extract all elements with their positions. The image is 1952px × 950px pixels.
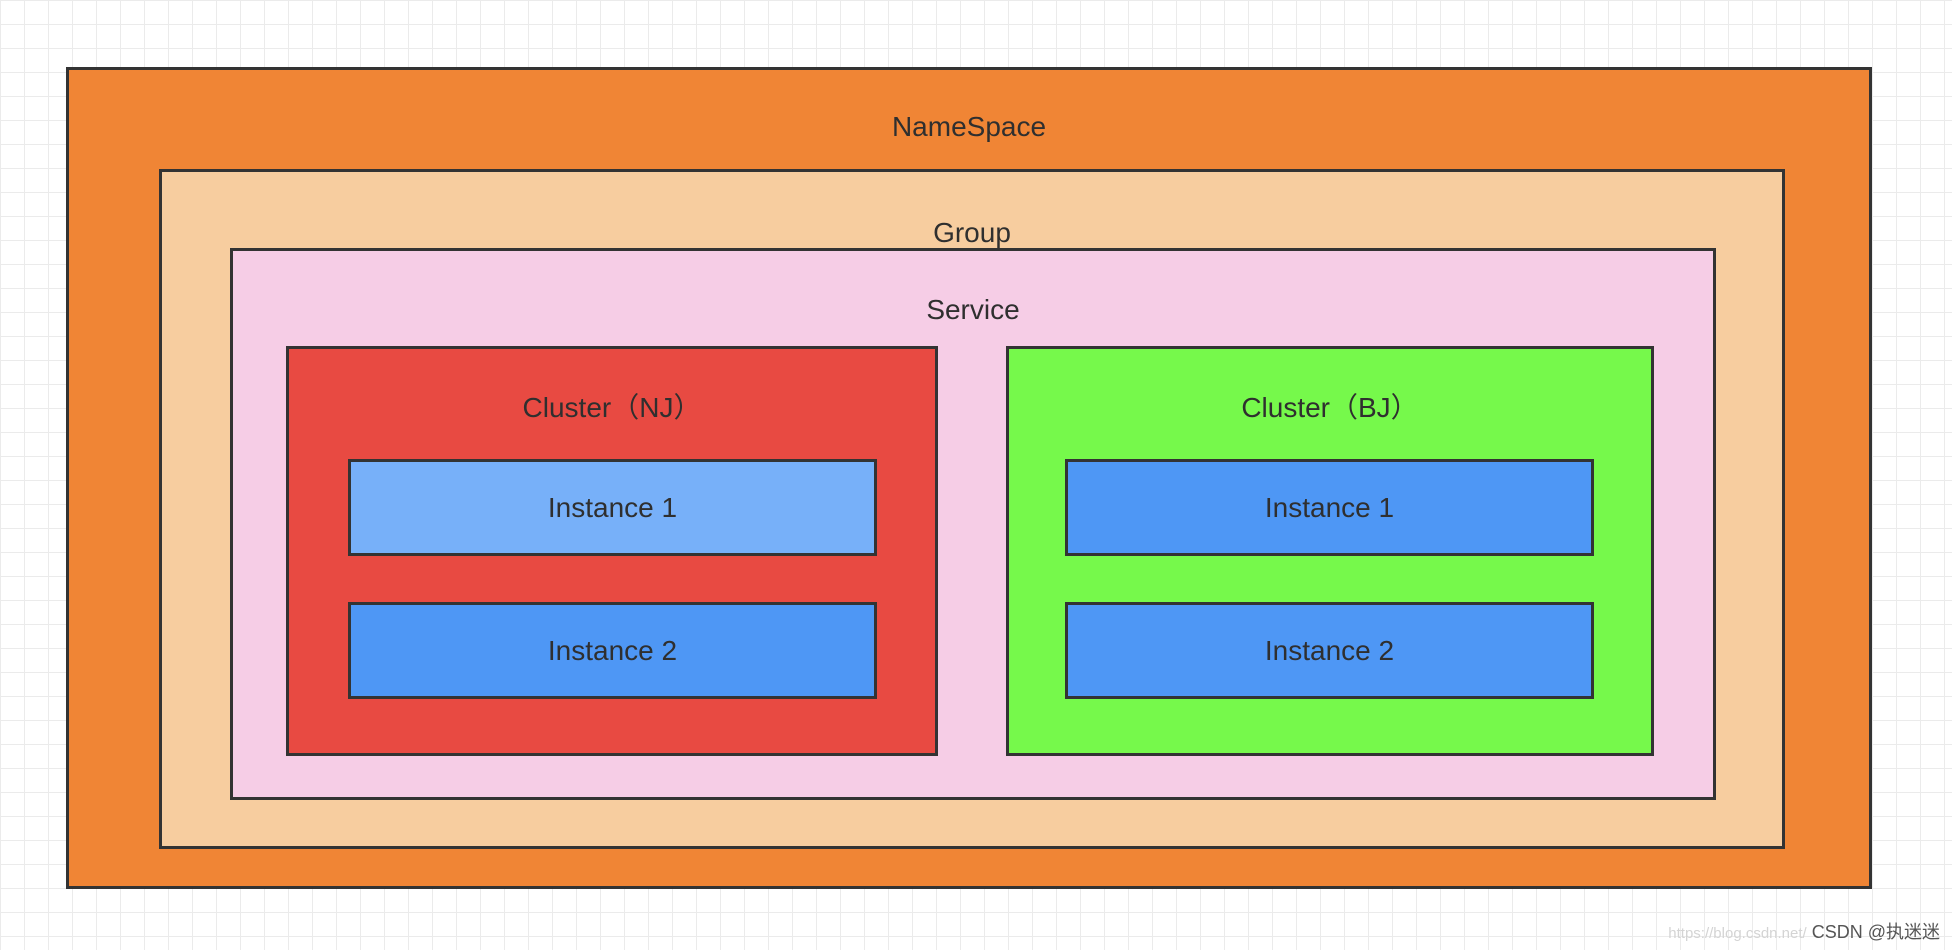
group-box: Group Service Cluster（NJ） Instance 1 Ins… [159, 169, 1785, 849]
namespace-label: NameSpace [891, 111, 1047, 142]
cluster-nj-box: Cluster（NJ） Instance 1 Instance 2 [286, 346, 938, 756]
cluster-bj-instance-1-label: Instance 1 [1264, 492, 1395, 523]
cluster-nj-label: Cluster（NJ） [522, 392, 702, 423]
namespace-box: NameSpace Group Service Cluster（NJ） Inst… [66, 67, 1872, 889]
group-label: Group [933, 217, 1011, 248]
watermark: https://blog.csdn.net/ CSDN @执迷迷 [1668, 918, 1940, 944]
cluster-nj-instance-2-box: Instance 2 [348, 602, 877, 699]
watermark-url: https://blog.csdn.net/ [1668, 925, 1807, 942]
watermark-text: CSDN @执迷迷 [1811, 922, 1940, 942]
cluster-bj-box: Cluster（BJ） Instance 1 Instance 2 [1006, 346, 1654, 756]
cluster-nj-instance-1-box: Instance 1 [348, 459, 877, 556]
cluster-nj-instance-2-label: Instance 2 [547, 635, 678, 666]
service-label: Service [926, 294, 1020, 325]
cluster-nj-instance-1-label: Instance 1 [547, 492, 678, 523]
cluster-bj-instance-2-box: Instance 2 [1065, 602, 1594, 699]
cluster-bj-instance-1-box: Instance 1 [1065, 459, 1594, 556]
cluster-bj-instance-2-label: Instance 2 [1264, 635, 1395, 666]
cluster-bj-label: Cluster（BJ） [1241, 392, 1419, 423]
service-box: Service Cluster（NJ） Instance 1 Instance … [230, 248, 1716, 800]
